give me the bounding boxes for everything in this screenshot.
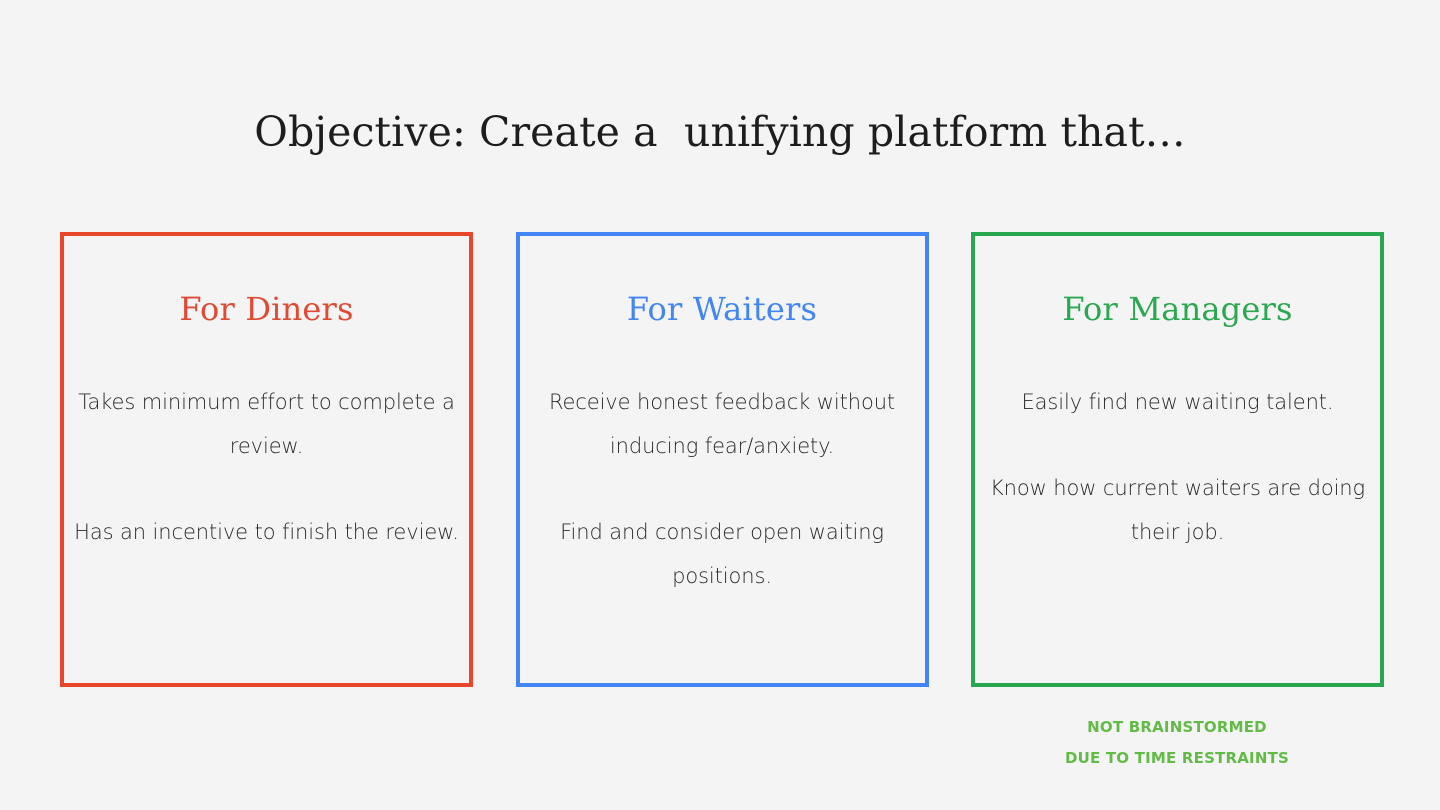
footnote-line-1: NOT BRAINSTORMED (1087, 718, 1267, 736)
card-paragraph: Has an incentive to finish the review. (74, 520, 459, 545)
card-paragraph: Takes minimum effort to complete a revie… (78, 390, 455, 459)
card-body-for-diners: Takes minimum effort to complete a revie… (64, 380, 469, 554)
card-heading-for-diners: For Diners (179, 290, 354, 328)
card-paragraph: Find and consider open waiting positions… (560, 520, 884, 589)
card-paragraph: Receive honest feedback without inducing… (548, 390, 896, 459)
card-for-waiters[interactable]: For Waiters Receive honest feedback with… (515, 232, 929, 687)
card-heading-for-managers: For Managers (1062, 290, 1293, 328)
card-paragraph: Know how current waiters are doing their… (989, 476, 1366, 545)
card-paragraph: Easily find new waiting talent. (1021, 390, 1334, 415)
card-body-for-managers: Easily find new waiting talent. Know how… (975, 380, 1380, 554)
footnote-line-2: DUE TO TIME RESTRAINTS (1064, 749, 1290, 767)
card-row: For Diners Takes minimum effort to compl… (60, 232, 1384, 687)
card-body-for-waiters: Receive honest feedback without inducing… (520, 380, 925, 598)
card-for-diners[interactable]: For Diners Takes minimum effort to compl… (60, 232, 473, 687)
card-heading-for-waiters: For Waiters (626, 290, 818, 328)
card-for-managers[interactable]: For Managers Easily find new waiting tal… (971, 232, 1384, 687)
footnote-note: NOT BRAINSTORMED DUE TO TIME RESTRAINTS (967, 712, 1387, 774)
page-title: Objective: Create a unifying platform th… (254, 108, 1186, 156)
